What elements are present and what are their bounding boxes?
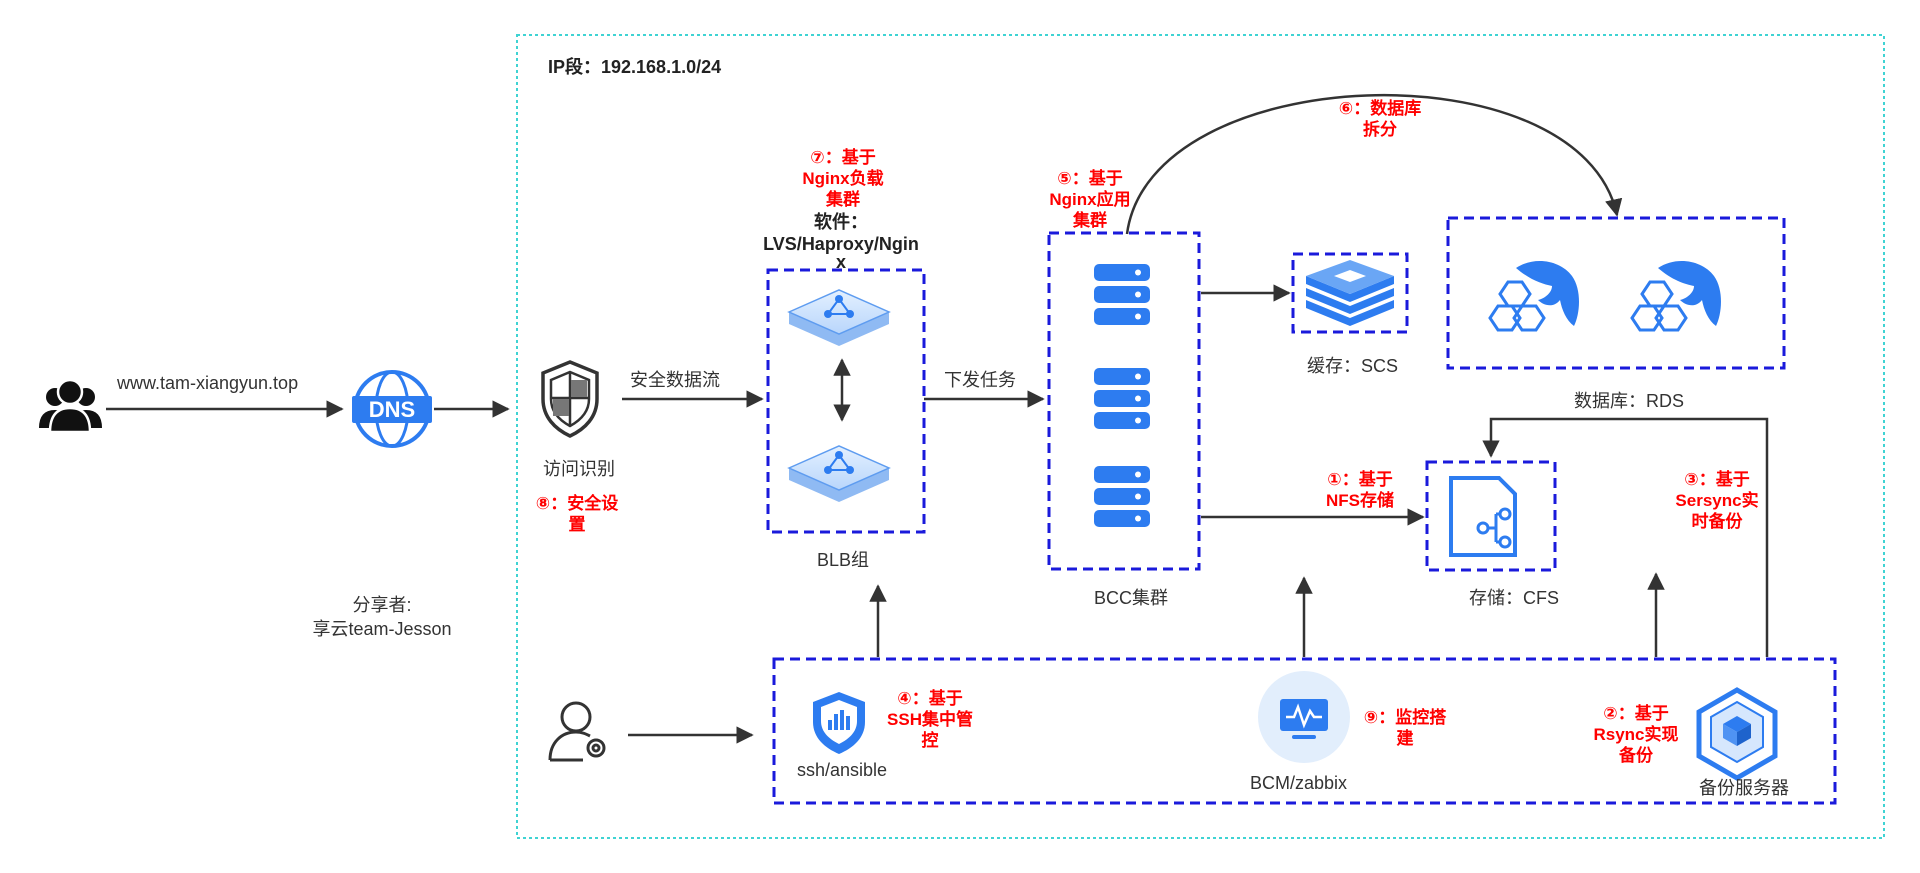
annotation-9-monitoring: ⑨：监控搭 建 xyxy=(1363,708,1447,748)
sharer-credit: 分享者: 享云team-Jesson xyxy=(300,593,464,641)
ssh-shield-icon xyxy=(813,692,865,754)
domain-url-label: www.tam-xiangyun.top xyxy=(117,373,299,393)
annotation-6-db-split: ⑥：数据库 拆分 xyxy=(1338,99,1422,139)
load-balancer-top-icon xyxy=(787,289,891,346)
cache-scs-label: 缓存：SCS xyxy=(1307,356,1399,376)
access-identify-label: 访问识别 xyxy=(543,459,615,479)
storage-cfs-label: 存储：CFS xyxy=(1469,588,1559,608)
sharer-line-1: 分享者: xyxy=(352,595,412,615)
bcc-cluster-label: BCC集群 xyxy=(1094,588,1169,608)
annotation-1-nfs: ①：基于 NFS存储 xyxy=(1326,470,1394,510)
ip-range-label: IP段：192.168.1.0/24 xyxy=(548,57,722,77)
software-label: 软件： LVS/Haproxy/Ngin x xyxy=(763,212,919,272)
cfs-storage-box xyxy=(1425,460,1557,572)
monitor-icon xyxy=(1258,671,1350,763)
mysql-db-1-icon xyxy=(1488,261,1579,332)
cfs-storage-icon xyxy=(1449,476,1517,557)
sharer-line-2: 享云team-Jesson xyxy=(312,619,452,639)
annotation-5-nginx-app: ⑤：基于 Nginx应用 集群 xyxy=(1049,169,1131,230)
server-stack-1-icon xyxy=(1094,264,1150,325)
dns-icon-text: DNS xyxy=(369,397,415,422)
server-stack-3-icon xyxy=(1094,466,1150,527)
server-stack-2-icon xyxy=(1094,368,1150,429)
blb-group-label: BLB组 xyxy=(817,550,870,570)
database-rds-label: 数据库：RDS xyxy=(1574,391,1685,411)
bcm-zabbix-label: BCM/zabbix xyxy=(1250,773,1348,793)
dns-icon: DNS xyxy=(352,370,432,448)
rds-database-box xyxy=(1446,216,1786,370)
backup-server-icon xyxy=(1696,687,1778,781)
scs-cache-box xyxy=(1291,252,1409,334)
backup-server-label: 备份服务器 xyxy=(1699,778,1789,798)
admin-user-icon xyxy=(548,701,606,762)
annotation-7-nginx-lb: ⑦：基于 Nginx负载 集群 xyxy=(802,148,884,209)
annotation-4-ssh: ④：基于 SSH集中管 控 xyxy=(887,689,973,750)
users-icon xyxy=(39,378,102,434)
arrow-sersync-to-cfs xyxy=(1482,417,1769,657)
ssh-ansible-label: ssh/ansible xyxy=(797,760,888,780)
cache-layers-icon xyxy=(1306,260,1394,326)
secure-flow-label: 安全数据流 xyxy=(630,370,720,390)
annotation-2-rsync: ②：基于 Rsync实现 备份 xyxy=(1593,704,1679,765)
management-box xyxy=(772,657,1837,805)
dispatch-task-label: 下发任务 xyxy=(944,370,1016,390)
annotation-3-sersync: ③：基于 Sersync实 时备份 xyxy=(1675,470,1759,531)
blb-group-box xyxy=(766,268,926,534)
bcc-cluster-box xyxy=(1047,231,1201,571)
mysql-db-2-icon xyxy=(1630,261,1721,332)
arrow-db-split xyxy=(1125,93,1623,235)
load-balancer-bottom-icon xyxy=(787,445,891,502)
annotation-8-security: ⑧：安全设 置 xyxy=(535,494,619,534)
vpc-region-border xyxy=(516,34,1885,839)
shield-icon xyxy=(541,360,599,438)
